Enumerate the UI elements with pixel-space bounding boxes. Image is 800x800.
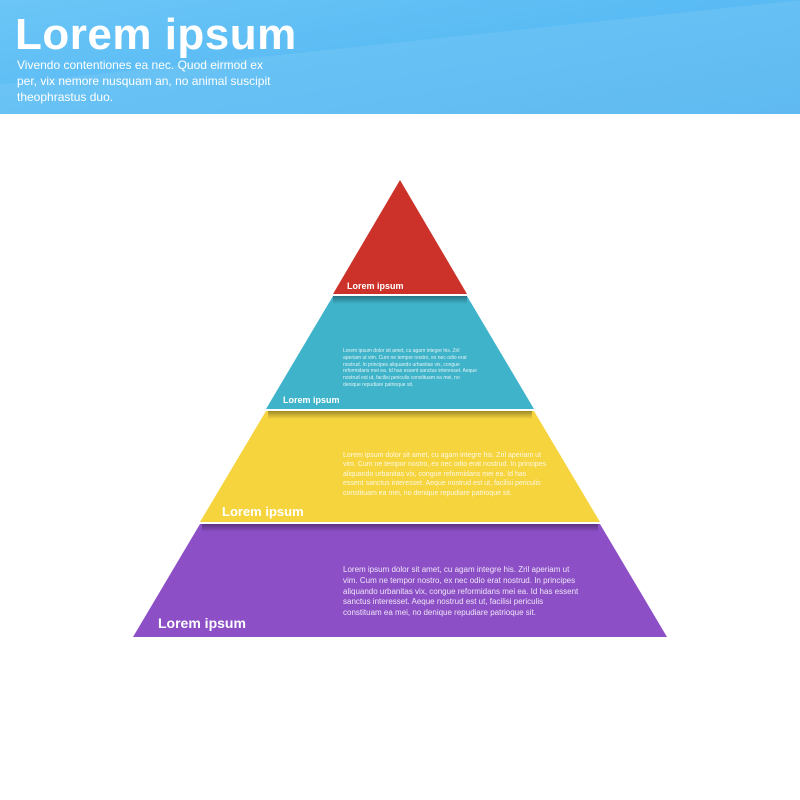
- level-4-description: Lorem ipsum dolor sit amet, cu agam inte…: [343, 565, 579, 618]
- pyramid-level-4: [133, 524, 667, 637]
- header-banner: Lorem ipsum Vivendo contentiones ea nec.…: [0, 0, 800, 114]
- level-shadow: [268, 411, 532, 419]
- level-shadow: [202, 524, 598, 532]
- level-2-label: Lorem ipsum: [283, 395, 340, 405]
- pyramid-level-2: [266, 296, 534, 409]
- level-1-label: Lorem ipsum: [347, 281, 404, 291]
- level-3-label: Lorem ipsum: [222, 504, 304, 519]
- level-4-label: Lorem ipsum: [158, 615, 246, 631]
- pyramid-level-3: [200, 411, 600, 522]
- level-2-description: Lorem ipsum dolor sit amet, cu agam inte…: [343, 348, 477, 388]
- page-title: Lorem ipsum: [15, 10, 297, 59]
- page-subtitle: Vivendo contentiones ea nec. Quod eirmod…: [17, 58, 271, 104]
- pyramid-level-1: [333, 180, 467, 294]
- level-shadow: [333, 296, 467, 304]
- level-3-description: Lorem ipsum dolor sit amet, cu agam inte…: [343, 452, 547, 497]
